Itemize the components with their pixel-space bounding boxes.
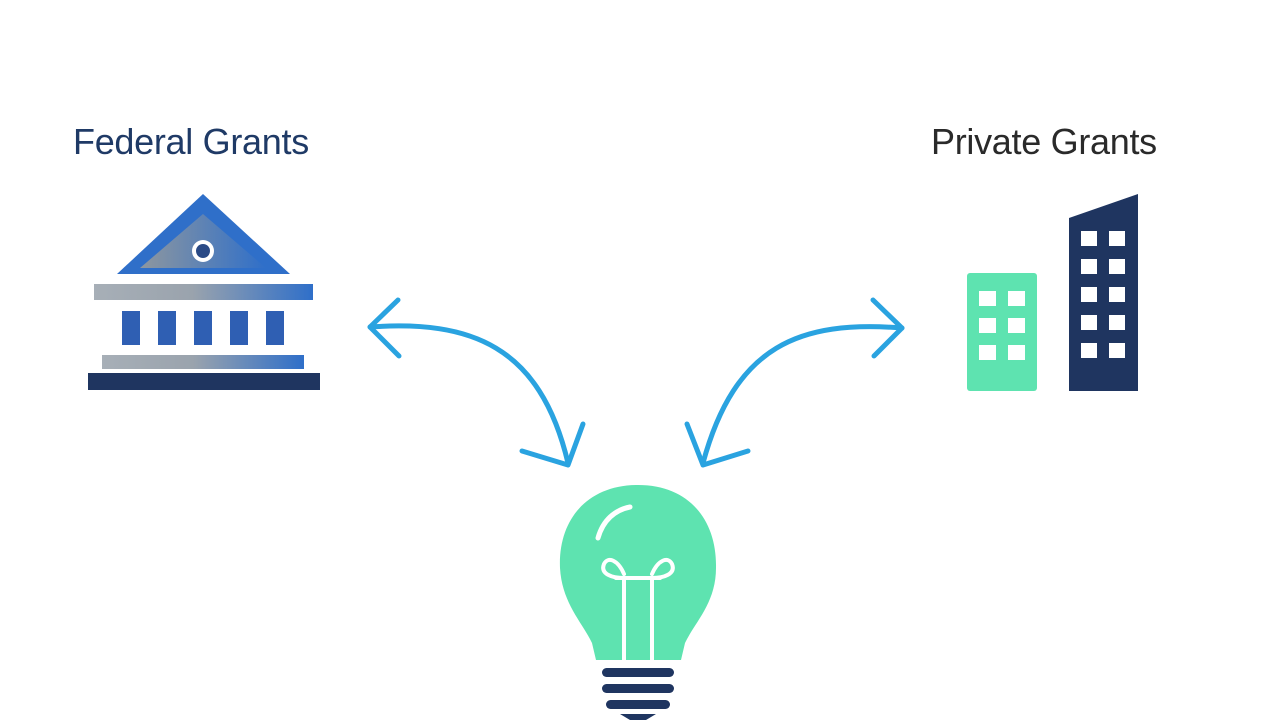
private-to-idea-arrow [684, 297, 905, 468]
lightbulb-icon [559, 485, 717, 720]
government-building-icon [88, 194, 320, 390]
federal-grants-title: Federal Grants [73, 121, 309, 162]
private-grants-title: Private Grants [931, 121, 1157, 162]
federal-to-idea-arrow [367, 297, 586, 468]
office-buildings-icon [967, 194, 1138, 391]
